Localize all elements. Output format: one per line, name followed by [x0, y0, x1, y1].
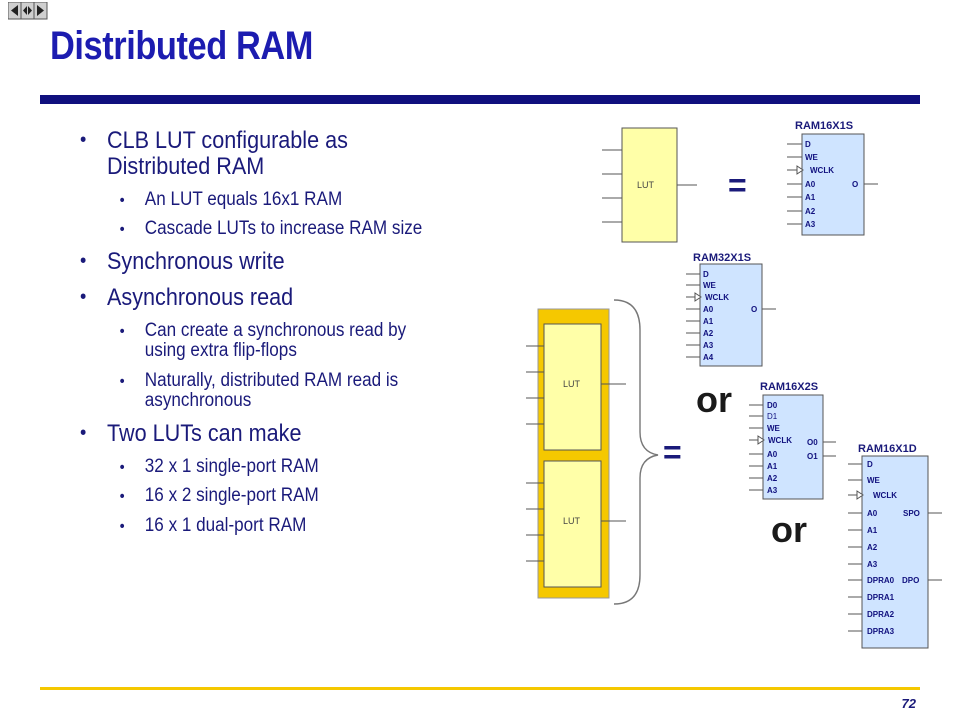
pin-wclk: WCLK	[768, 436, 792, 445]
pin-d0: D0	[767, 401, 778, 410]
block-ram16x2s: RAM16X2S D0 D1 WE WCLK A0 A1 A2 A3 O0 O1	[749, 381, 836, 500]
lut-label: LUT	[637, 180, 655, 190]
pin-o0: O0	[807, 438, 818, 447]
bullet-sync-read-continued: using extra flip-flops	[144, 340, 297, 362]
or-label-2: or	[771, 509, 807, 550]
pin-dpra2: DPRA2	[867, 610, 895, 619]
bullet-lut-equals: An LUT equals 16x1 RAM	[80, 189, 494, 211]
pin-a0: A0	[805, 180, 816, 189]
pin-a1: A1	[703, 317, 714, 326]
title-underline	[40, 95, 920, 104]
pin-a2: A2	[805, 207, 816, 216]
block-ram16x1d: RAM16X1D D WE WCLK A0 A1 A2 A3 DPRA0 DPR…	[848, 443, 942, 649]
pin-a0: A0	[867, 509, 878, 518]
block-title: RAM16X1D	[858, 443, 917, 455]
bullet-list: CLB LUT configurable as Distributed RAM …	[80, 128, 540, 545]
pin-a1: A1	[805, 193, 816, 202]
pin-a1: A1	[867, 526, 878, 535]
block-ram16x1s: RAM16X1S D WE WCLK A0 A1 A2 A3 O	[787, 120, 878, 236]
bullet-clb-lut: CLB LUT configurable as	[80, 128, 494, 154]
pin-we: WE	[703, 281, 717, 290]
slide-nav-buttons[interactable]	[8, 2, 48, 20]
footer-rule	[40, 687, 920, 690]
pin-we: WE	[767, 424, 781, 433]
bullet-32x1: 32 x 1 single-port RAM	[80, 456, 494, 478]
block-title: RAM16X2S	[760, 381, 818, 393]
pin-we: WE	[805, 153, 819, 162]
equals-sign: =	[728, 167, 747, 203]
lut-single: LUT	[602, 127, 697, 243]
bullet-naturally-async-continued: asynchronous	[144, 390, 252, 412]
page-number: 72	[901, 696, 916, 711]
equals-sign-2: =	[663, 434, 682, 470]
pin-wclk: WCLK	[873, 491, 897, 500]
pin-a2: A2	[703, 329, 714, 338]
bullet-16x1-dual: 16 x 1 dual-port RAM	[80, 515, 494, 537]
pin-a3: A3	[767, 486, 778, 495]
block-title: RAM16X1S	[795, 120, 853, 132]
pin-a2: A2	[767, 474, 778, 483]
pin-wclk: WCLK	[810, 166, 834, 175]
pin-d: D	[805, 140, 811, 149]
pin-o: O	[852, 180, 858, 189]
pin-a3: A3	[703, 341, 714, 350]
pin-a2: A2	[867, 543, 878, 552]
pin-dpra3: DPRA3	[867, 627, 895, 636]
bullet-clb-lut-continued: Distributed RAM	[107, 152, 265, 180]
bullet-asynchronous-read: Asynchronous read	[80, 284, 494, 311]
pin-dpo: DPO	[902, 576, 919, 585]
slide-title: Distributed RAM	[50, 24, 314, 68]
pin-we: WE	[867, 476, 881, 485]
lut-label-top: LUT	[563, 379, 581, 389]
bullet-two-luts: Two LUTs can make	[80, 420, 494, 447]
pin-o: O	[751, 305, 757, 314]
pin-a1: A1	[767, 462, 778, 471]
bullet-16x2: 16 x 2 single-port RAM	[80, 486, 494, 507]
pin-wclk: WCLK	[705, 293, 729, 302]
pin-dpra0: DPRA0	[867, 576, 895, 585]
pin-d: D	[867, 460, 873, 469]
pin-o1: O1	[807, 452, 818, 461]
lut-pair: LUT LUT	[526, 308, 626, 599]
bullet-cascade-luts: Cascade LUTs to increase RAM size	[80, 219, 494, 240]
or-label-1: or	[696, 379, 732, 420]
pin-a3: A3	[867, 560, 878, 569]
bullet-naturally-async: Naturally, distributed RAM read is	[80, 370, 494, 392]
pin-d1: D1	[767, 412, 778, 421]
bullet-synchronous-write: Synchronous write	[80, 248, 494, 275]
lut-label-bottom: LUT	[563, 516, 581, 526]
pin-a0: A0	[767, 450, 778, 459]
pin-dpra1: DPRA1	[867, 593, 895, 602]
pin-a4: A4	[703, 353, 714, 362]
pin-d: D	[703, 270, 709, 279]
grouping-brace	[613, 299, 659, 605]
block-title: RAM32X1S	[693, 252, 751, 264]
pin-a3: A3	[805, 220, 816, 229]
pin-spo: SPO	[903, 509, 920, 518]
pin-a0: A0	[703, 305, 714, 314]
block-ram32x1s: RAM32X1S D WE WCLK A0 A1 A2 A3 A4 O	[686, 252, 776, 367]
bullet-sync-read: Can create a synchronous read by	[80, 320, 494, 342]
